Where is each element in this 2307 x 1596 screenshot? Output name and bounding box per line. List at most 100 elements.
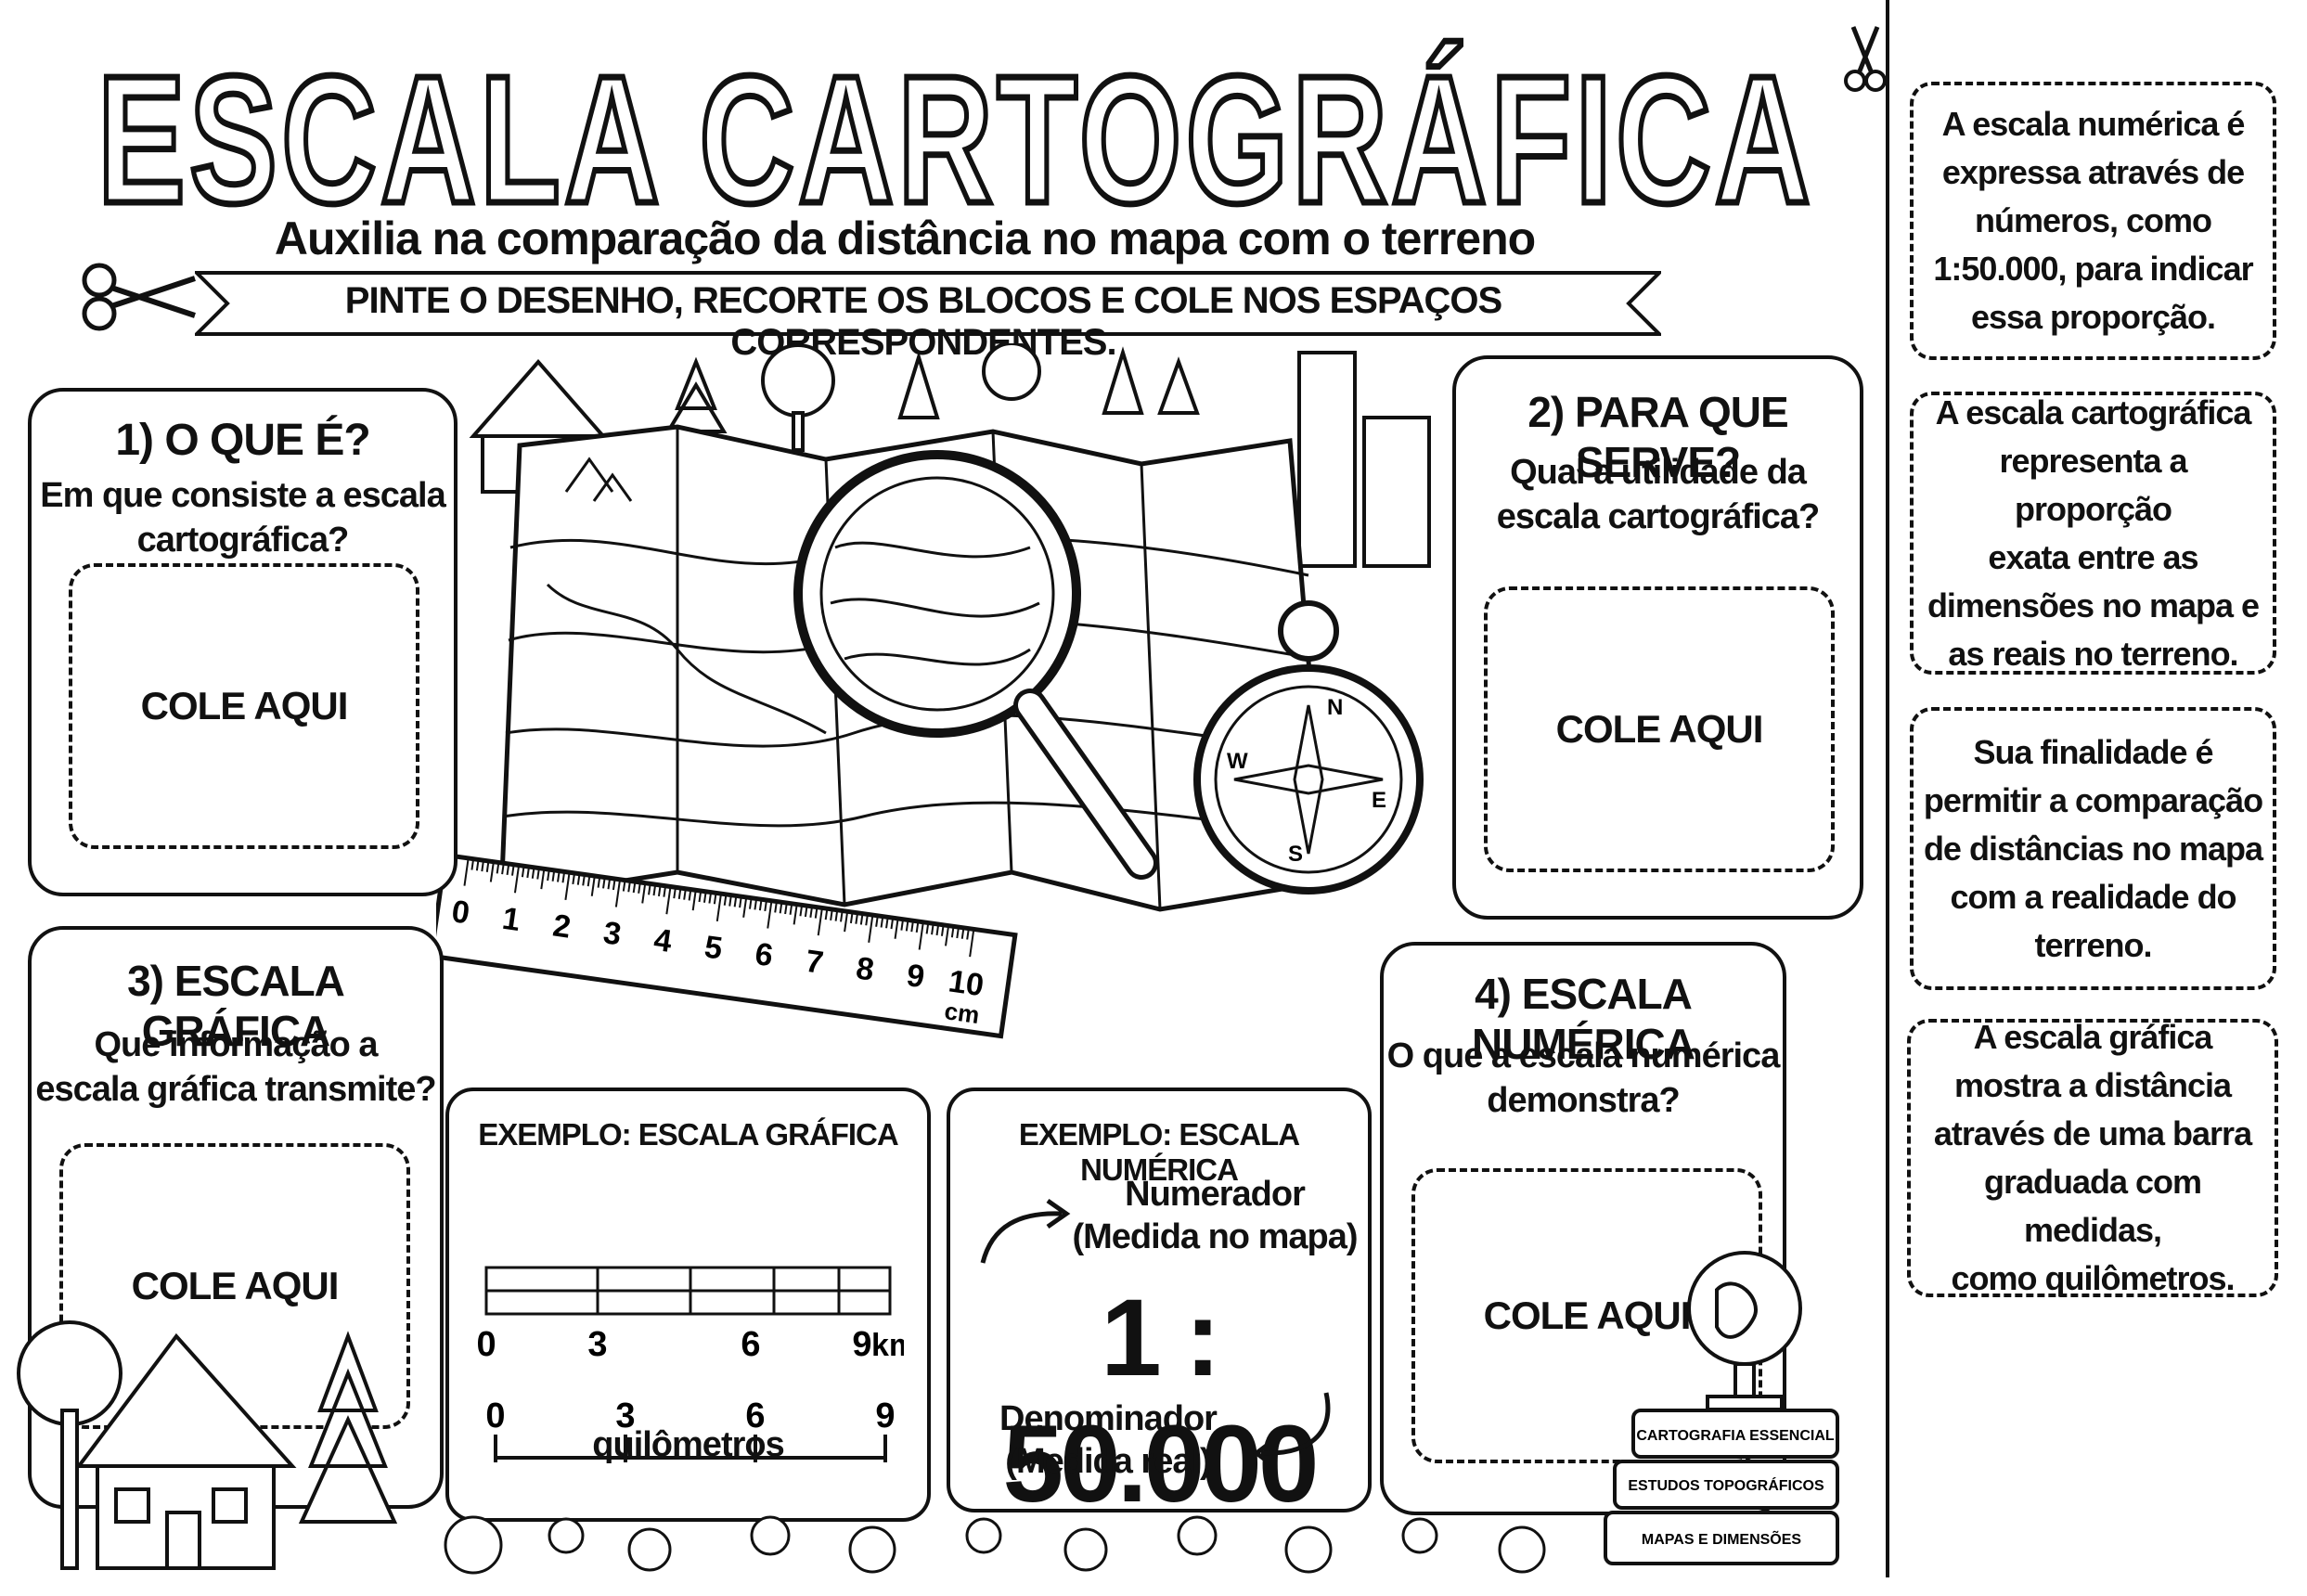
ruler-tick-mark [622, 880, 626, 892]
ruler-tick-mark [489, 861, 495, 882]
ruler-tick-mark [551, 869, 556, 882]
section-heading: 1) O QUE É? [115, 416, 370, 465]
section-heading: 3) ESCALA GRÁFICA [127, 957, 345, 1055]
ruler-tick-mark [956, 926, 960, 939]
ruler-tick-mark [496, 862, 500, 874]
ruler-tick-mark [708, 892, 713, 904]
ruler-tick-mark [905, 920, 909, 932]
ruler-unit: cm [943, 997, 981, 1029]
graphic-scale-diagram: 0 3 6 9 km 0 3 6 9 [477, 1266, 904, 1462]
ruler-tick-mark [586, 875, 591, 887]
ruler-tick-mark [614, 879, 622, 907]
compass-east: E [1372, 788, 1386, 813]
ruler-tick-mark [663, 885, 667, 897]
line-tick: 9 [875, 1396, 895, 1435]
ruler-tick-mark [698, 890, 702, 903]
ruler-tick-mark [728, 895, 732, 907]
ruler-tick-mark [950, 926, 955, 938]
ruler-tick-mark [894, 918, 899, 939]
ruler-tick-mark [890, 918, 895, 930]
ruler-tick-mark [754, 898, 758, 910]
ruler-tick-mark [784, 902, 788, 915]
ruler-tick-mark [742, 896, 748, 918]
ruler-tick-mark [506, 863, 510, 876]
ruler-number: 10 [947, 963, 986, 1003]
ruler-tick-mark [513, 865, 521, 894]
ruler-tick-mark [665, 886, 672, 915]
ruler-tick-mark [910, 920, 914, 933]
ruler-tick-mark [715, 894, 722, 921]
ruler-tick-mark [779, 902, 783, 914]
ruler-tick-mark [799, 905, 804, 917]
scissors-icon [1844, 26, 1887, 92]
instruction-banner [195, 271, 1661, 336]
house-illustration [17, 1320, 398, 1570]
compass-south: S [1288, 842, 1303, 867]
book-title: ESTUDOS TOPOGRÁFICOS [1628, 1476, 1824, 1494]
line-tick: 6 [745, 1396, 765, 1435]
paste-area[interactable]: COLE AQUI [1484, 586, 1835, 872]
ruler-tick-mark [969, 929, 975, 958]
compass-west: W [1227, 749, 1248, 774]
ruler-tick-mark [767, 900, 773, 929]
bar-tick: 3 [587, 1325, 607, 1364]
ruler-tick-mark [793, 904, 798, 925]
ruler-tick-mark [683, 888, 687, 900]
ruler-tick-mark [713, 893, 717, 905]
globe-books-illustration: CARTOGRAFIA ESSENCIAL ESTUDOS TOPOGRÁFIC… [1604, 1251, 1839, 1565]
ruler-tick-mark [463, 857, 470, 886]
compass-north: N [1327, 695, 1343, 720]
ruler-tick-mark [564, 872, 571, 901]
ruler-tick-mark [677, 887, 682, 900]
ruler-tick-mark [855, 912, 859, 924]
ruler-tick-mark [612, 878, 616, 891]
line-label: quilômetros [592, 1425, 784, 1464]
ruler-tick-mark [774, 901, 778, 913]
paste-area[interactable]: COLE AQUI [69, 563, 419, 849]
ruler-tick-mark [475, 859, 480, 871]
ruler-tick-mark [817, 907, 823, 936]
ruler-tick-mark [597, 876, 601, 888]
numerator: Numerador(Medida no mapa) [1072, 1175, 1358, 1256]
ruler-tick-mark [849, 911, 854, 924]
ruler-tick-mark [638, 882, 641, 894]
ruler-tick-mark [789, 903, 793, 915]
ruler-tick-mark [859, 913, 864, 925]
ruler-tick-mark [521, 866, 525, 878]
ruler-tick-mark [561, 871, 566, 883]
ruler-tick-mark [824, 908, 829, 920]
bar-tick: 6 [741, 1325, 760, 1364]
ruler-tick-mark [804, 906, 808, 918]
book-title: CARTOGRAFIA ESSENCIAL [1636, 1428, 1835, 1444]
ruler-tick-mark [648, 883, 651, 895]
ruler-tick-mark [501, 863, 505, 875]
ruler-tick-mark [632, 881, 637, 894]
arrow-icon [980, 1198, 1071, 1264]
plants-illustration [444, 1515, 1546, 1575]
ruler-tick-mark [673, 887, 677, 899]
ruler-tick-mark [809, 906, 814, 918]
ruler-tick-mark [925, 922, 930, 934]
ruler-tick-mark [688, 889, 692, 901]
ruler-tick-mark [764, 899, 767, 912]
ruler-tick-mark [739, 896, 742, 908]
arrow-icon [1252, 1392, 1331, 1469]
example-title: EXEMPLO: ESCALA GRÁFICA [478, 1117, 898, 1152]
ruler-tick-mark [723, 894, 728, 906]
ruler-tick-mark [844, 911, 849, 933]
ruler-tick-mark [691, 890, 697, 911]
ruler-tick-mark [830, 908, 833, 921]
page-title: ESCALA CARTOGRÁFICA [95, 37, 1812, 232]
ruler-tick-mark [885, 917, 889, 929]
line-tick: 0 [485, 1396, 505, 1435]
ruler-tick-mark [641, 882, 647, 904]
ruler-tick-mark [814, 907, 818, 919]
section-heading: 4) ESCALA NUMÉRICA [1472, 970, 1695, 1068]
